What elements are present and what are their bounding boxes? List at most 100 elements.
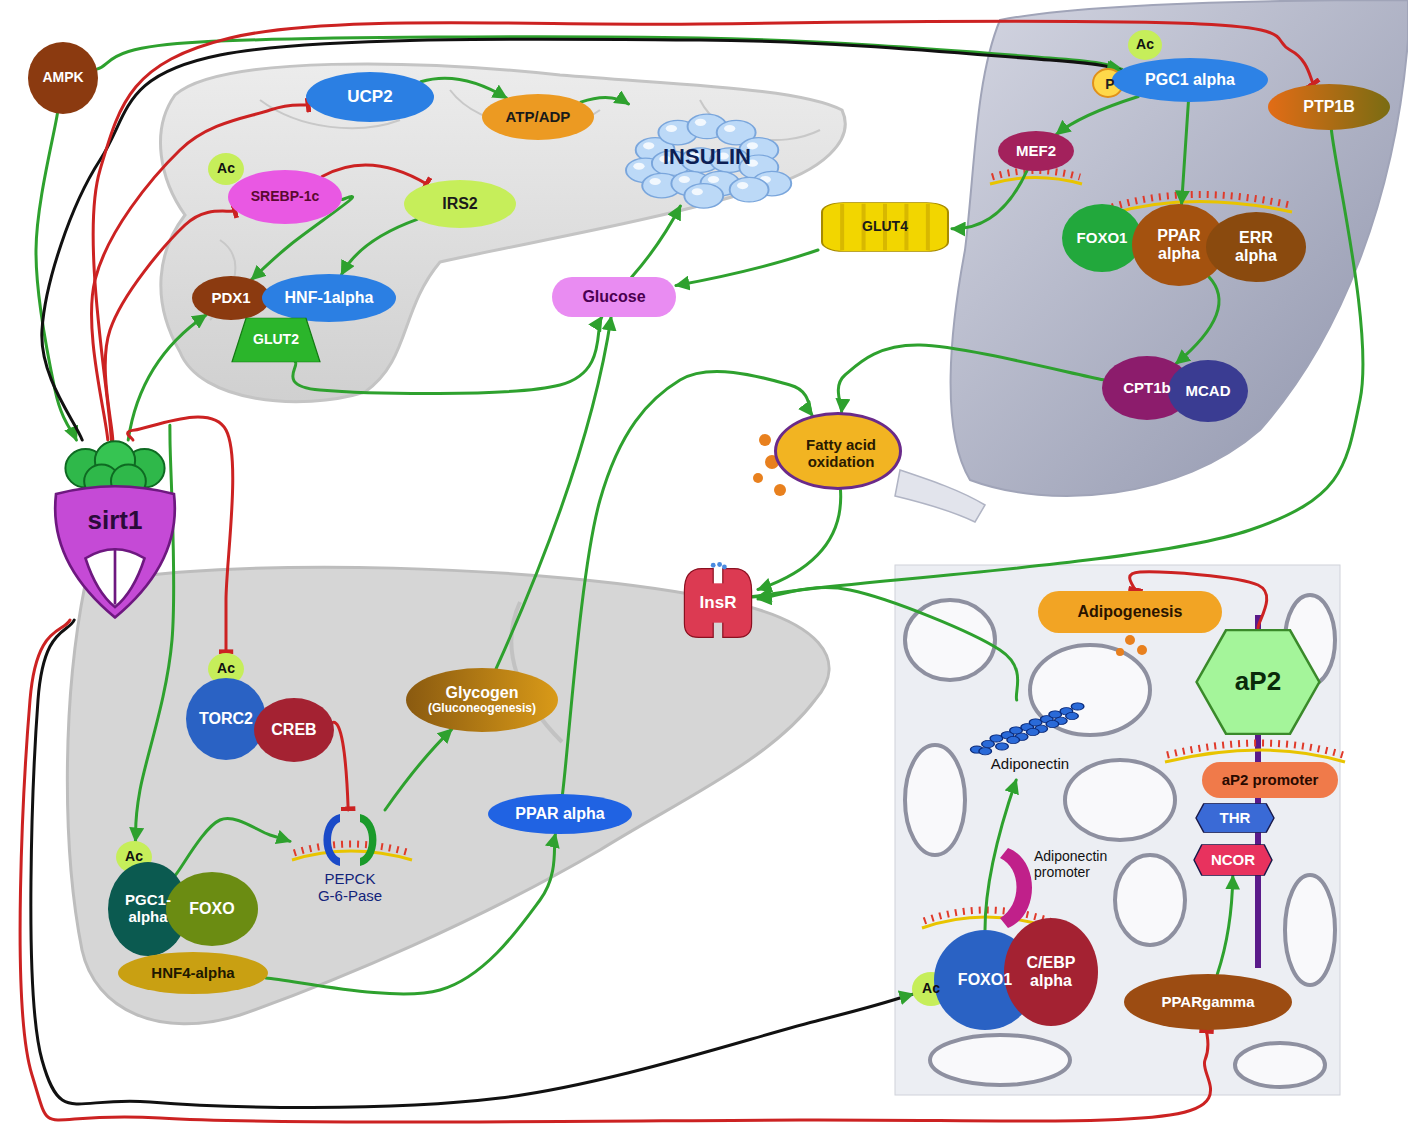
text-area: PTP1B: [1284, 90, 1374, 123]
activation-arrow: [1057, 97, 1139, 135]
text-area: FOXO: [178, 882, 246, 935]
shape-part: [1196, 804, 1274, 833]
text-area: Ac: [1129, 31, 1160, 59]
nuclear-receptor: PPAR alpha: [488, 794, 632, 834]
node-text: Fatty acid oxidation: [794, 437, 889, 471]
metabolite-node: Glycogen(Gluconeogenesis): [406, 668, 558, 732]
shape-part: [643, 142, 654, 149]
node-text: CPT1b: [1114, 380, 1181, 397]
text-area: Adipogenesis: [1053, 595, 1208, 629]
adipocyte: [1030, 645, 1150, 735]
nuclear-receptor: ERR alpha: [1206, 212, 1306, 282]
adipocyte: [905, 745, 965, 855]
text-area: CREB: [264, 707, 323, 753]
shape-part: [840, 204, 844, 250]
text-area: MCAD: [1178, 369, 1237, 414]
activation-arrow: [563, 371, 813, 794]
enzyme-node: MCAD: [1168, 360, 1248, 422]
text-area: MEF2: [1008, 137, 1064, 166]
shape-part: [666, 125, 677, 132]
transporter-node: GLUT4: [818, 198, 952, 256]
transcription-factor: PDX1: [192, 276, 270, 320]
transcription-factor: FOXO1: [1062, 204, 1142, 272]
text-area: Fatty acid oxidation: [794, 426, 889, 482]
node-text: aP2 promoter: [1213, 772, 1327, 789]
node-text: C/EBP alpha: [1016, 954, 1086, 990]
activation-arrow: [342, 219, 418, 274]
text-area: InsR: [682, 587, 754, 620]
node-text: Ac: [117, 849, 150, 865]
text-area: C/EBP alpha: [1016, 933, 1086, 1011]
shape-part: [679, 176, 690, 183]
text-area: NCOR: [1203, 846, 1262, 874]
inhibition-line: [92, 105, 310, 440]
protein-node: aP2: [1194, 628, 1322, 736]
node-text: IRS2: [419, 195, 502, 213]
shape-part: [979, 748, 992, 755]
adipocyte-cells: [905, 595, 1335, 1087]
activation-arrow: [676, 250, 818, 286]
text-area: HNF-1alpha: [279, 281, 378, 316]
activation-arrow: [952, 170, 1027, 228]
node-text: Ac: [914, 981, 949, 997]
muscle-organ: [951, 0, 1408, 496]
text-area: PPAR alpha: [1144, 215, 1214, 274]
activation-arrow: [42, 39, 1121, 440]
activation-arrow: [758, 588, 1018, 700]
dna-ticks: [992, 171, 1080, 178]
text-area: PPAR alpha: [507, 800, 614, 829]
node-text: TORC2: [196, 710, 255, 728]
activation-arrow: [581, 98, 629, 104]
activation-arrow: [293, 317, 602, 394]
node-text: P: [1095, 77, 1124, 93]
coactivator-node: TORC2: [186, 678, 266, 760]
node-text: UCP2: [323, 87, 418, 106]
promoter-node: aP2 promoter: [1202, 762, 1338, 798]
text-area: AMPK: [37, 52, 89, 104]
node-text: HNF-1alpha: [279, 289, 378, 307]
shape-part: [722, 564, 727, 569]
shape-part: [822, 203, 948, 252]
insulin-cluster: INSULIN: [626, 104, 788, 206]
text-area: Glucose: [562, 281, 666, 313]
shape-part: [1046, 720, 1059, 727]
node-text: PPAR alpha: [1144, 227, 1214, 263]
inhibition-line: [322, 165, 427, 185]
annotation-label: Adiponectin promoter: [1034, 848, 1146, 880]
node-text: InsR: [682, 593, 754, 612]
sirt1-node: sirt1: [48, 440, 182, 620]
transporter-node: GLUT2: [232, 318, 320, 362]
node-text: PPARgamma: [1146, 994, 1270, 1011]
text-area: TORC2: [196, 689, 255, 748]
shape-part: [695, 119, 706, 126]
shape-part: [692, 188, 703, 195]
shape-part: [324, 814, 341, 866]
text-area: aP2 promoter: [1213, 766, 1327, 795]
transcription-factor: MEF2: [998, 131, 1074, 171]
inhibition-line: [333, 722, 348, 810]
transcription-factor: FOXO: [166, 872, 258, 946]
shape-part: [232, 318, 320, 362]
corepressor-node: NCOR: [1194, 844, 1272, 876]
coactivator-node: PGC1 alpha: [1112, 58, 1268, 102]
inhibition-line: [93, 21, 1314, 440]
node-text: FOXO: [178, 900, 246, 918]
activation-arrow: [385, 729, 452, 810]
shape-part: [737, 182, 748, 189]
node-text: Adipogenesis: [1053, 603, 1208, 621]
activation-arrow: [176, 819, 290, 875]
receptor-node: InsR: [678, 562, 758, 644]
adipose-tissue: [895, 565, 1340, 1095]
text-area: PDX1: [202, 282, 260, 314]
activation-arrow: [758, 490, 841, 590]
adipocyte: [1115, 855, 1185, 945]
metabolite-node: ATP/ADP: [482, 94, 594, 140]
node-text: GLUT4: [831, 219, 938, 235]
activation-arrow: [1176, 277, 1219, 364]
text-area: THR: [1205, 805, 1264, 831]
text-area: sirt1: [61, 498, 168, 545]
receptor-node: THR: [1196, 803, 1274, 833]
pancreas-organ: [161, 64, 846, 402]
shape-part: [1066, 712, 1079, 719]
shape-part: [114, 548, 117, 605]
